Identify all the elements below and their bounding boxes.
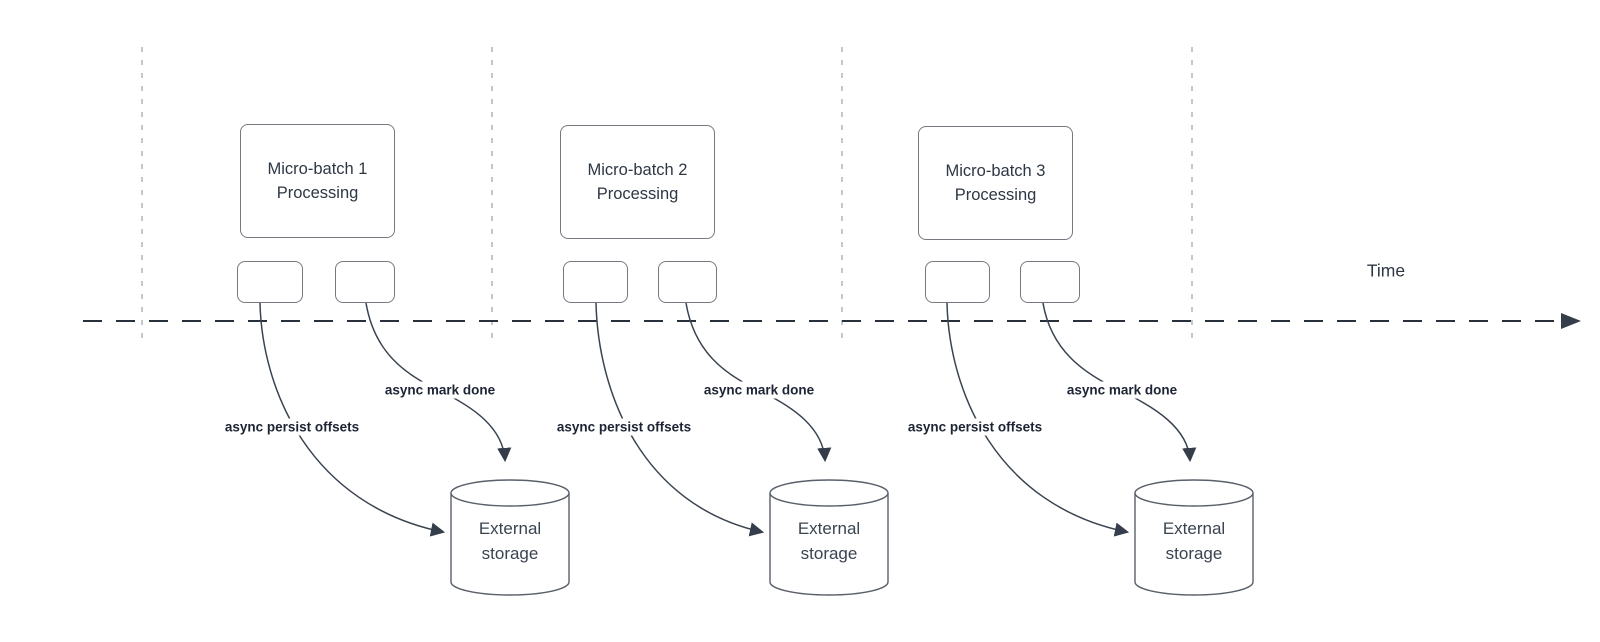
external-storage-label-1-line1: External [478,519,542,538]
time-axis-label: Time [1366,260,1406,281]
microbatch-1-title-line2: Processing [276,184,359,202]
external-storage-cylinder-1 [450,479,570,596]
external-storage-label-3-line1: External [1162,519,1226,538]
persist-offsets-label-2: async persist offsets [553,418,695,436]
done-task-box-2 [658,261,717,303]
done-task-box-1 [335,261,395,303]
offset-task-box-1 [237,261,303,303]
mark-done-label-1: async mark done [381,381,499,399]
external-storage-label-3-line2: storage [1165,544,1223,563]
microbatch-1-processing-box: Micro-batch 1 Processing [240,124,395,238]
microbatch-2-title-line2: Processing [596,185,679,203]
offset-task-box-2 [563,261,628,303]
mark-done-label-3: async mark done [1063,381,1181,399]
external-storage-cylinder-3 [1134,479,1254,596]
external-storage-label-2-line1: External [797,519,861,538]
external-storage-label-1: External storage [455,516,565,566]
microbatch-3-processing-box: Micro-batch 3 Processing [918,126,1073,240]
persist-offsets-label-3: async persist offsets [904,418,1046,436]
external-storage-cylinder-2 [769,479,889,596]
persist-offsets-arrow-3 [946,302,1130,537]
persist-offsets-arrow-2 [595,302,765,537]
offset-task-box-3 [925,261,990,303]
external-storage-label-3: External storage [1139,516,1249,566]
microbatch-2-title-line1: Micro-batch 2 [587,161,688,179]
microbatch-3-title-line1: Micro-batch 3 [945,162,1046,180]
microbatch-3-title-line2: Processing [954,186,1037,204]
external-storage-label-2-line2: storage [800,544,858,563]
timeline-arrowhead-icon [1561,313,1581,329]
external-storage-label-1-line2: storage [481,544,539,563]
microbatch-1-title-line1: Micro-batch 1 [267,160,368,178]
done-task-box-3 [1020,261,1080,303]
microbatch-2-processing-box: Micro-batch 2 Processing [560,125,715,239]
persist-offsets-label-1: async persist offsets [221,418,363,436]
external-storage-label-2: External storage [774,516,884,566]
persist-offsets-arrow-1 [259,302,446,537]
mark-done-label-2: async mark done [700,381,818,399]
